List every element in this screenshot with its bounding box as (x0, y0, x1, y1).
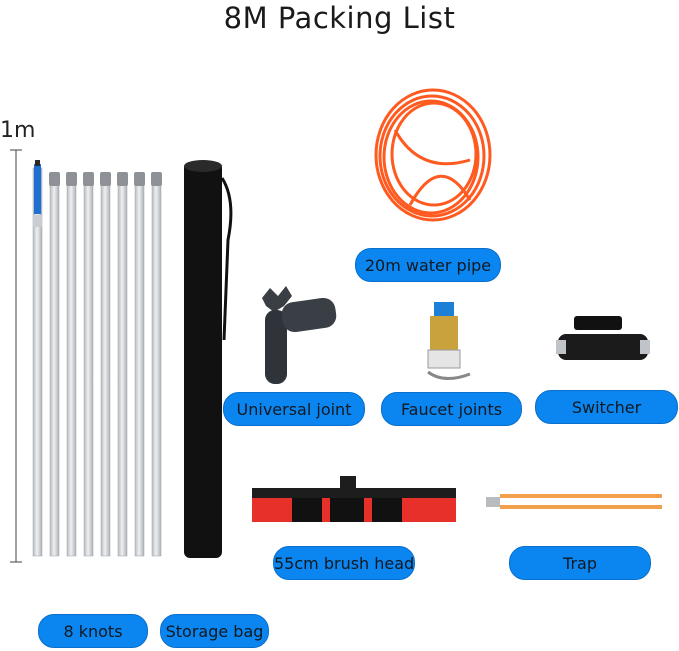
switcher-valve-icon (556, 316, 650, 360)
label-switcher: Switcher (535, 390, 678, 424)
label-faucet-joints: Faucet joints (381, 392, 522, 426)
label-brush-head: 55cm brush head (273, 546, 415, 580)
label-knots: 8 knots (38, 614, 148, 648)
universal-joint-icon (262, 286, 337, 384)
label-universal-joint: Universal joint (223, 392, 365, 426)
label-trap: Trap (509, 546, 651, 580)
ruler-label: 1m (0, 118, 36, 143)
faucet-joint-icon (427, 302, 471, 380)
label-water-pipe: 20m water pipe (355, 248, 501, 282)
storage-bag-icon (184, 160, 233, 558)
trap-icon (486, 494, 662, 509)
label-storage-bag: Storage bag (160, 614, 269, 648)
water-pipe-icon (374, 88, 492, 222)
brush-head-icon (252, 476, 456, 522)
page-title: 8M Packing List (223, 1, 456, 35)
pole-set-icon (32, 160, 162, 557)
ruler-icon (10, 149, 22, 563)
